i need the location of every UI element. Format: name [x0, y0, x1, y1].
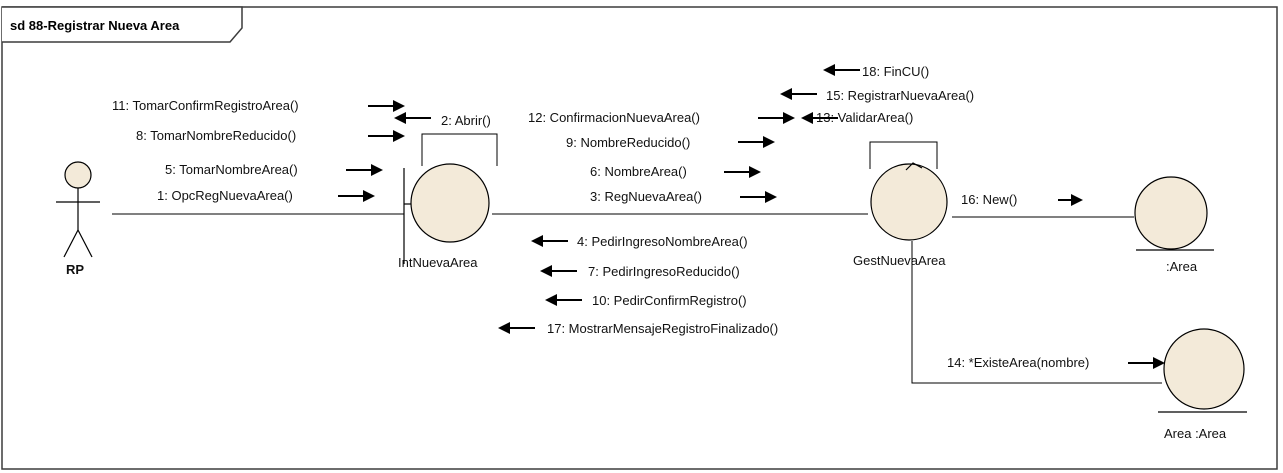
boundary-circle	[410, 163, 490, 243]
control-arrowhead	[905, 162, 923, 171]
self-link-control	[869, 141, 938, 169]
entity-label: :Area	[1166, 259, 1198, 274]
arrow-m8	[368, 130, 405, 142]
message-3: 3: RegNuevaArea()	[590, 189, 702, 204]
arrow-m2	[394, 112, 431, 124]
actor-label: RP	[66, 262, 84, 277]
frame-title-tab	[2, 6, 243, 43]
arrow-m5	[346, 164, 383, 176]
message-13: 13: ValidarArea()	[816, 110, 913, 125]
arrow-m14	[1128, 357, 1165, 369]
message-5: 5: TomarNombreArea()	[165, 162, 298, 177]
arrow-m9	[738, 136, 775, 148]
arrow-m6	[724, 166, 761, 178]
message-1: 1: OpcRegNuevaArea()	[157, 188, 293, 203]
arrow-m3	[740, 191, 777, 203]
arrow-m11	[368, 100, 405, 112]
arrow-m15	[780, 88, 817, 100]
arrow-m7	[540, 265, 577, 277]
entity-circle	[1134, 176, 1208, 250]
message-7: 7: PedirIngresoReducido()	[588, 264, 740, 279]
arrow-m17	[498, 322, 535, 334]
actor-head	[64, 161, 92, 189]
actor-rp[interactable]: RP	[56, 161, 100, 277]
control-object[interactable]: GestNuevaArea	[853, 162, 948, 268]
message-15: 15: RegistrarNuevaArea()	[826, 88, 974, 103]
entity2-circle	[1163, 328, 1245, 410]
arrow-m12	[758, 112, 795, 124]
diagram-frame	[1, 6, 1278, 470]
message-4: 4: PedirIngresoNombreArea()	[577, 234, 748, 249]
arrow-m10	[545, 294, 582, 306]
message-16: 16: New()	[961, 192, 1017, 207]
message-11: 11: TomarConfirmRegistroArea()	[112, 98, 299, 113]
message-14: 14: *ExisteArea(nombre)	[947, 355, 1089, 370]
arrow-m13	[801, 112, 838, 124]
link-control-area2	[911, 241, 1162, 384]
message-9: 9: NombreReducido()	[566, 135, 690, 150]
arrow-m16	[1058, 194, 1083, 206]
frame-title: sd 88-Registrar Nueva Area	[10, 18, 180, 33]
message-2: 2: Abrir()	[441, 113, 491, 128]
arrow-m1	[338, 190, 375, 202]
entity-area[interactable]: :Area	[1134, 176, 1214, 274]
boundary-label: IntNuevaArea	[398, 255, 478, 270]
boundary-object[interactable]: IntNuevaArea	[398, 163, 490, 270]
arrow-m4	[531, 235, 568, 247]
control-label: GestNuevaArea	[853, 253, 946, 268]
entity2-label: Area :Area	[1164, 426, 1227, 441]
arrow-m18	[823, 64, 860, 76]
message-12: 12: ConfirmacionNuevaArea()	[528, 110, 700, 125]
control-circle	[870, 163, 948, 241]
message-10: 10: PedirConfirmRegistro()	[592, 293, 747, 308]
message-8: 8: TomarNombreReducido()	[136, 128, 296, 143]
message-18: 18: FinCU()	[862, 64, 929, 79]
entity-area-2[interactable]: Area :Area	[1158, 328, 1247, 441]
message-17: 17: MostrarMensajeRegistroFinalizado()	[547, 321, 778, 336]
self-link-boundary	[421, 133, 498, 166]
message-6: 6: NombreArea()	[590, 164, 687, 179]
